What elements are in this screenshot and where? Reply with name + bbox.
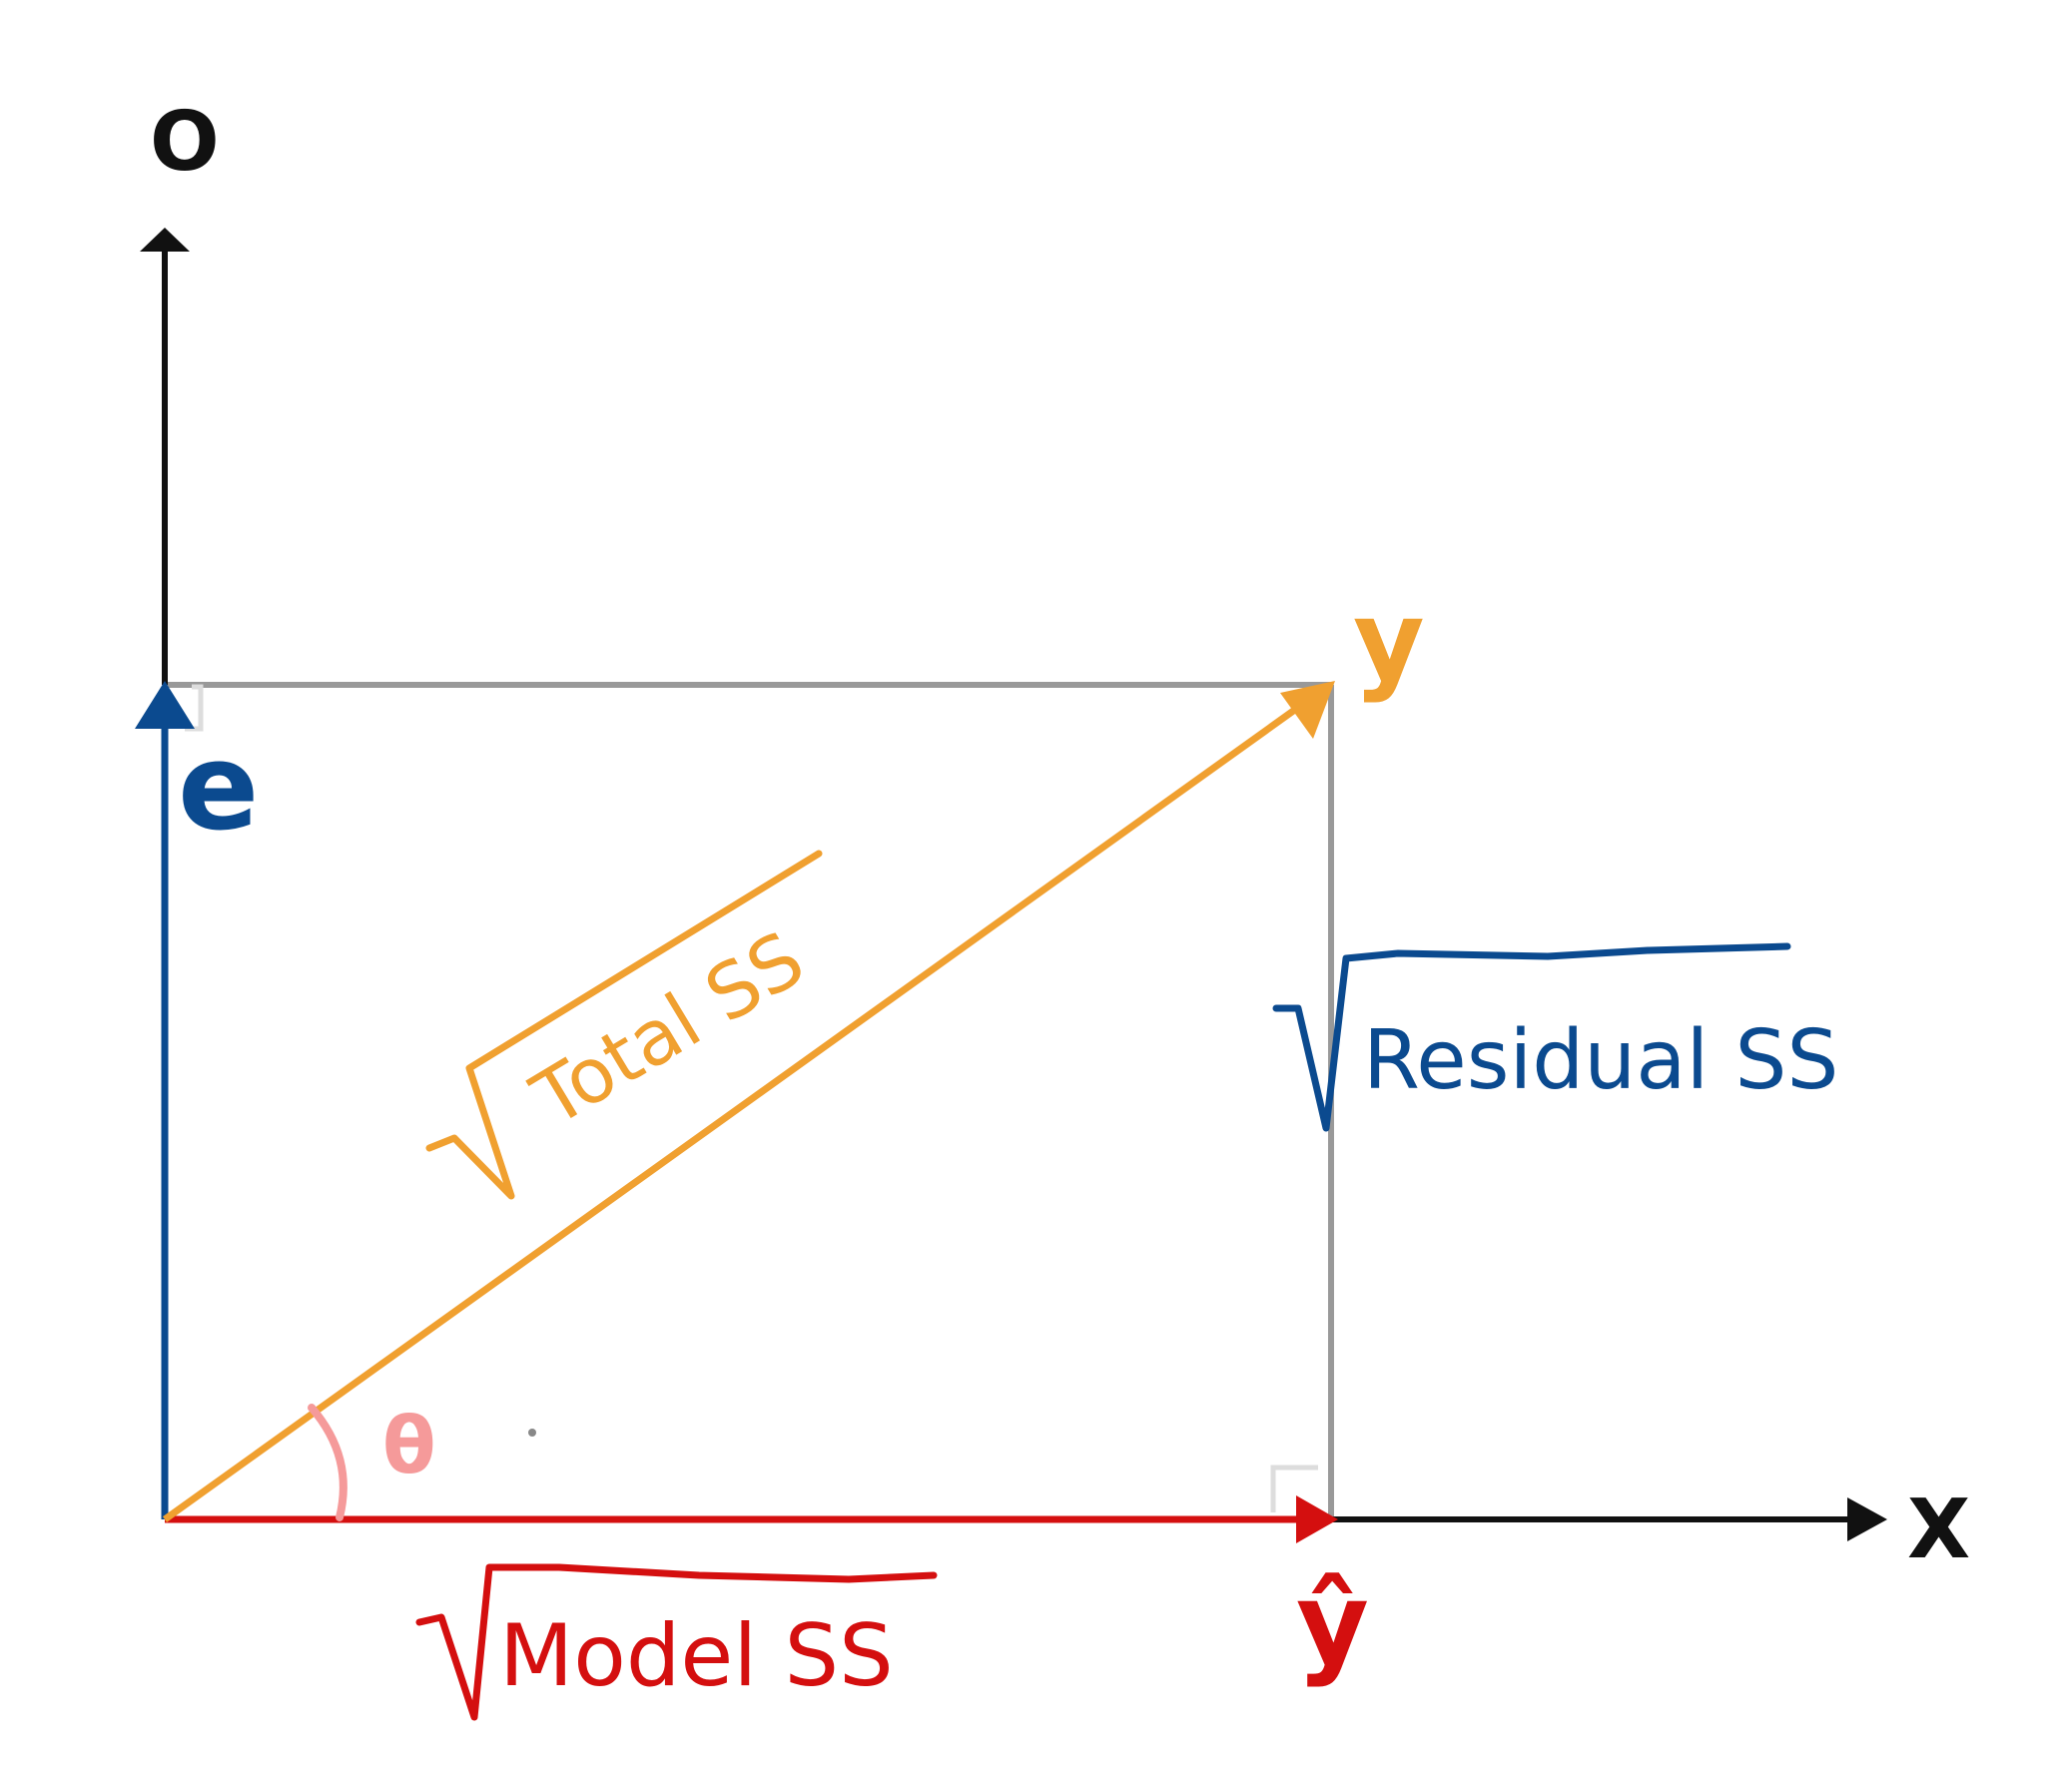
right-angle-marker-bottom	[1270, 1465, 1318, 1512]
theta-arc	[308, 1404, 347, 1521]
y-vector-line	[162, 696, 1313, 1522]
o-axis-arrowhead	[140, 228, 190, 252]
model-ss-radical	[415, 1563, 938, 1721]
x-axis-label: X	[1907, 1482, 1970, 1577]
residual-ss-label: Residual SS	[1363, 1013, 1838, 1108]
residual-ss-radical	[1272, 942, 1791, 1132]
theta-label: θ	[382, 1402, 436, 1491]
x-axis-arrowhead	[1847, 1497, 1887, 1541]
stray-dot	[528, 1429, 536, 1437]
e-vector-arrowhead	[135, 681, 195, 729]
y-hat-vector-arrowhead	[1296, 1495, 1338, 1543]
y-vector-arrowhead	[1280, 681, 1335, 739]
o-axis-label: O	[150, 95, 220, 190]
y-vector-label: y	[1353, 577, 1425, 705]
y-hat-vector-label: ŷ	[1296, 1559, 1369, 1689]
e-vector-label: e	[178, 719, 259, 858]
total-ss-radical	[425, 850, 823, 1200]
model-ss-label: Model SS	[499, 1606, 894, 1706]
